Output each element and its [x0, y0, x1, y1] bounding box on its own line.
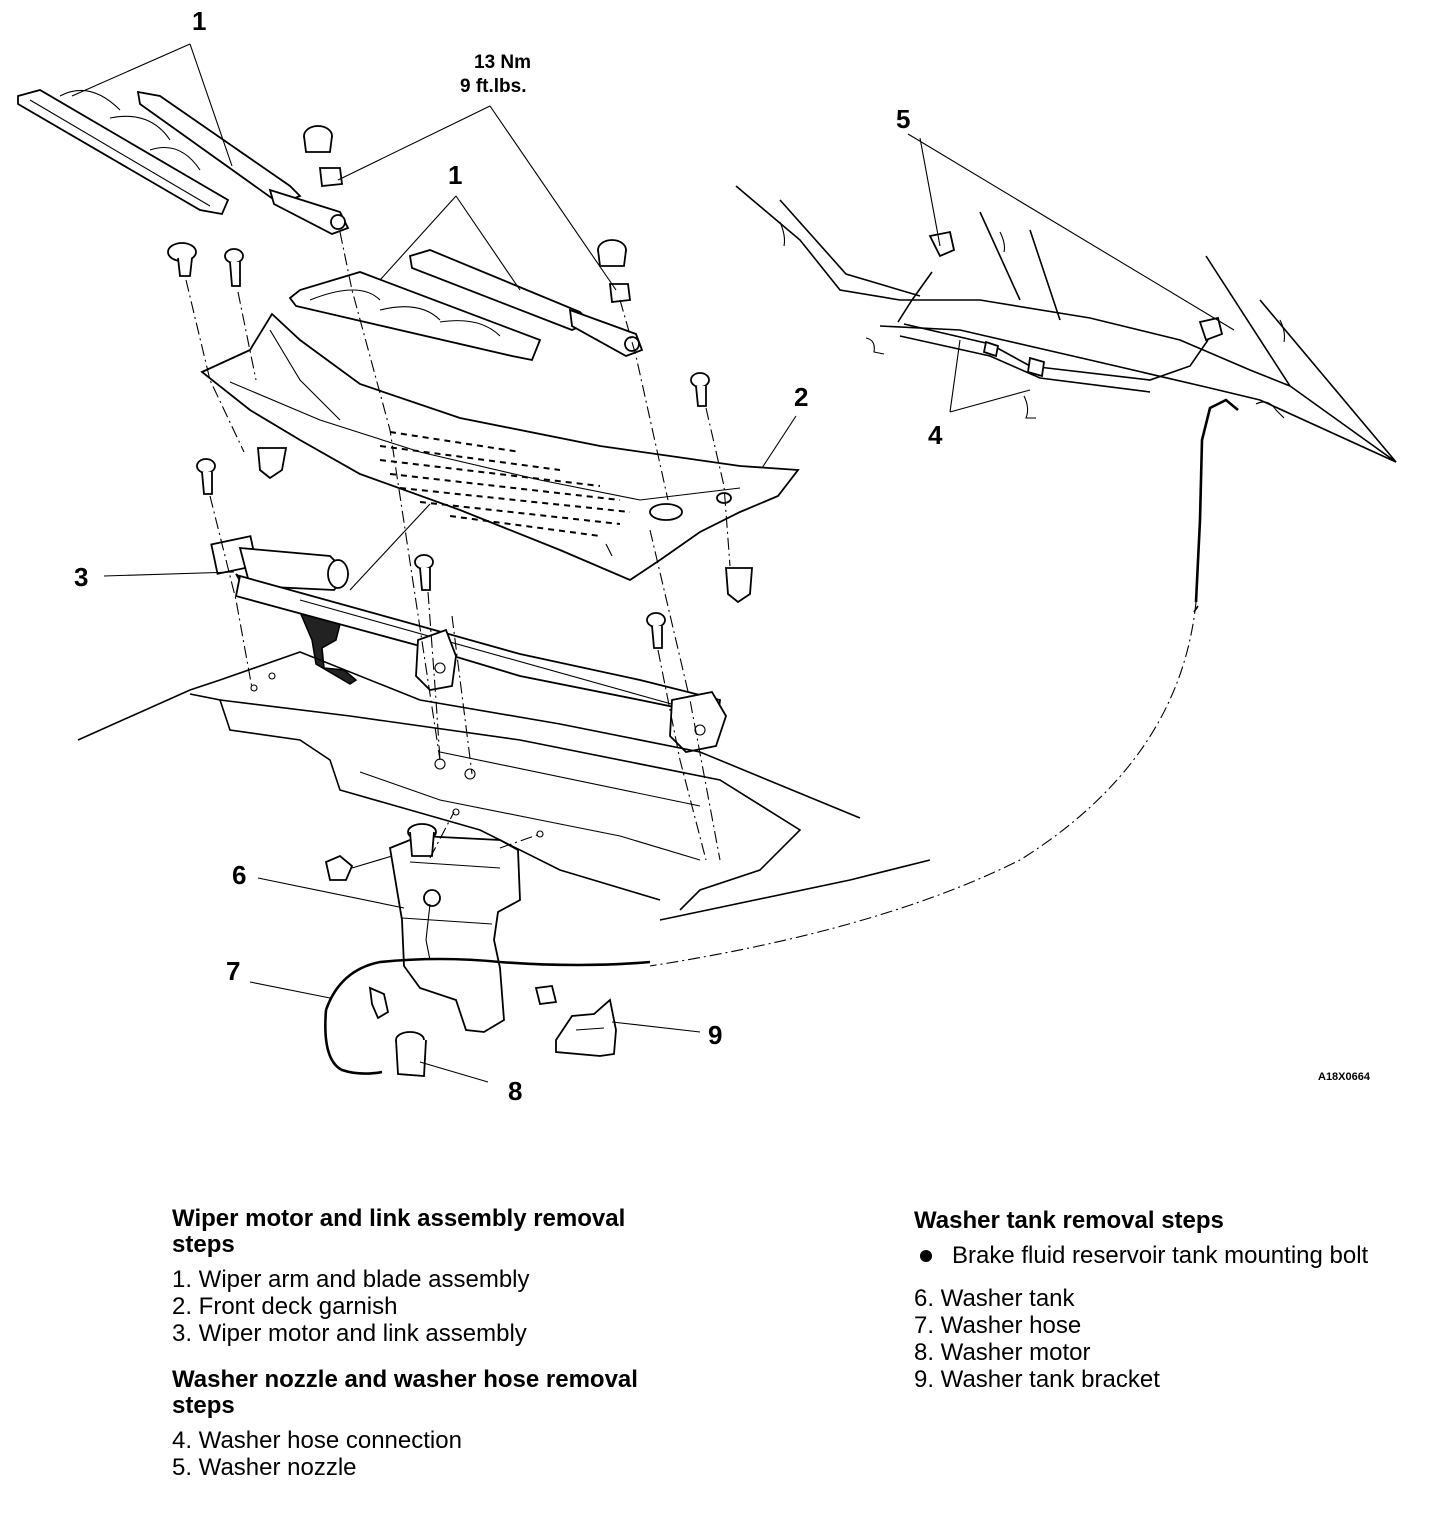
list-item: 3. Wiper motor and link assembly	[172, 1320, 527, 1347]
exploded-view-diagram: 1 13 Nm 9 ft.lbs. 1 5 2 4 3 6 7 9 8 A18X…	[17, 6, 1397, 1106]
callout-6: 6	[232, 860, 246, 890]
nozzle-steps-list: 4. Washer hose connection 5. Washer nozz…	[172, 1427, 672, 1481]
list-item: 9. Washer tank bracket	[914, 1366, 1160, 1393]
wiper-section-title: Wiper motor and link assembly removal st…	[172, 1205, 626, 1258]
wiper-arm-blade-center	[288, 249, 644, 362]
alignment-lines	[185, 231, 731, 861]
garnish-vents	[379, 431, 631, 537]
wiper-motor-link-assembly	[210, 535, 727, 753]
torque-ftlbs-label: 9 ft.lbs.	[460, 76, 527, 97]
figure-code: A18X0664	[1318, 1071, 1371, 1083]
leader-lines	[71, 43, 1235, 1083]
callout-8: 8	[508, 1076, 522, 1106]
vehicle-cowl-body	[77, 651, 931, 921]
list-item: 8. Washer motor	[914, 1339, 1091, 1366]
list-item: 6. Washer tank	[914, 1285, 1075, 1312]
callout-3: 3	[74, 562, 88, 592]
callout-1-center: 1	[448, 160, 462, 190]
list-item: 2. Front deck garnish	[172, 1293, 398, 1320]
bullet-item: Brake fluid reservoir tank mounting bolt	[914, 1242, 1414, 1269]
list-item: 4. Washer hose connection	[172, 1427, 462, 1454]
list-item: 5. Washer nozzle	[172, 1454, 357, 1481]
torque-nm-label: 13 Nm	[474, 52, 531, 73]
callout-7: 7	[226, 956, 240, 986]
wiper-arm-blade-left	[17, 89, 350, 235]
tank-steps-list: 6. Washer tank 7. Washer hose 8. Washer …	[914, 1285, 1414, 1393]
tank-section-title: Washer tank removal steps	[914, 1207, 1224, 1234]
windshield-area	[735, 185, 1397, 463]
washer-tank-group	[324, 808, 651, 1077]
callout-2: 2	[794, 382, 808, 412]
nozzle-section-title: Washer nozzle and washer hose removal st…	[172, 1366, 638, 1419]
bullet-text: Brake fluid reservoir tank mounting bolt	[952, 1242, 1369, 1269]
wiper-steps-list: 1. Wiper arm and blade assembly 2. Front…	[172, 1266, 672, 1347]
callout-4: 4	[928, 420, 943, 450]
callout-5: 5	[896, 104, 910, 134]
right-steps-column: Washer tank removal steps Brake fluid re…	[914, 1208, 1414, 1413]
callout-1-upper: 1	[192, 6, 206, 36]
front-deck-garnish	[200, 312, 800, 582]
callout-9: 9	[708, 1020, 722, 1050]
list-item: 7. Washer hose	[914, 1312, 1082, 1339]
left-steps-column: Wiper motor and link assembly removal st…	[172, 1206, 672, 1501]
list-item: 1. Wiper arm and blade assembly	[172, 1266, 530, 1293]
bullet-dot-icon	[920, 1250, 932, 1262]
washer-nozzle-hose	[649, 230, 1285, 967]
